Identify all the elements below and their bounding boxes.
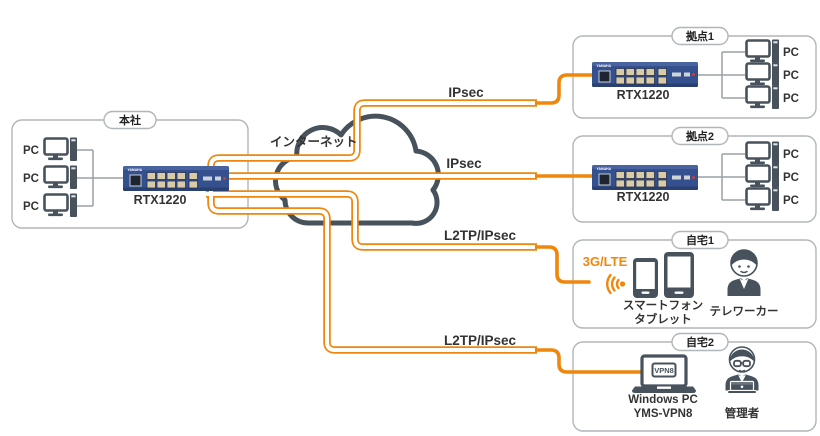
- branch2-pc-label-1: PC: [783, 149, 799, 161]
- branch2-pc-label-3: PC: [783, 195, 799, 207]
- wireless-signal-icon: [606, 273, 626, 295]
- branch2-lan-lines: [698, 153, 745, 201]
- branch1-pill-label: 拠点1: [686, 29, 714, 43]
- tube-home1-core: [206, 192, 535, 249]
- link-label-branch1: IPsec: [448, 85, 484, 100]
- link-end-branch1: [532, 73, 595, 105]
- smartphone-icon: [633, 258, 658, 298]
- branch2-pc-label-2: PC: [783, 172, 799, 184]
- hq-pc-label-2: PC: [23, 173, 39, 185]
- laptop-screen-badge: VPN8: [654, 366, 674, 375]
- home1-person-label: テレワーカー: [710, 305, 779, 318]
- hq-pc-label-1: PC: [23, 145, 39, 157]
- home1-network-label: 3G/LTE: [583, 254, 628, 269]
- branch1-router-model: RTX1220: [617, 88, 670, 102]
- tablet-icon: [664, 252, 694, 298]
- branch2-router-brand: YAMAHA: [597, 167, 612, 171]
- home1-device-label-line1: スマートフォン: [623, 299, 703, 312]
- home1-pill-label: 自宅1: [686, 233, 714, 247]
- branch2-pill-label: 拠点2: [686, 129, 714, 143]
- branch1-pc-label-2: PC: [783, 70, 799, 82]
- home2-device-label-line2: YMS-VPN8: [634, 408, 693, 420]
- home2-person-label: 管理者: [725, 406, 760, 420]
- branch2-router-model: RTX1220: [617, 190, 670, 204]
- hq-router-brand: YAMAHA: [128, 168, 143, 172]
- link-label-home2: L2TP/IPsec: [444, 333, 517, 348]
- link-end-home2: [532, 348, 643, 374]
- internet-label: インターネット: [270, 134, 358, 149]
- branch1-pc-label-1: PC: [783, 47, 799, 59]
- branch1-pc-label-3: PC: [783, 93, 799, 105]
- branch1-router-brand: YAMAHA: [597, 64, 612, 68]
- branch2-pill: [671, 126, 729, 146]
- branch1-pill: [671, 26, 729, 46]
- hq-pill-label: 本社: [119, 113, 141, 127]
- home2-pill-label: 自宅2: [686, 335, 714, 349]
- laptop-icon: VPN8: [632, 354, 696, 393]
- home1-device-label-line2: タブレット: [634, 312, 692, 326]
- hq-router-model: RTX1220: [134, 193, 187, 207]
- home2-pill: [671, 332, 729, 352]
- hq-lan-lines: [76, 149, 123, 207]
- home2-device-label-line1: Windows PC: [628, 394, 698, 406]
- link-label-home1: L2TP/IPsec: [444, 228, 517, 243]
- hq-pc-label-3: PC: [23, 201, 39, 213]
- home1-pill: [671, 230, 729, 250]
- home2-box: [572, 341, 817, 432]
- branch1-lan-lines: [698, 51, 745, 99]
- link-end-home1: [532, 245, 591, 284]
- hq-pill: [103, 110, 157, 130]
- link-label-branch2: IPsec: [446, 156, 482, 171]
